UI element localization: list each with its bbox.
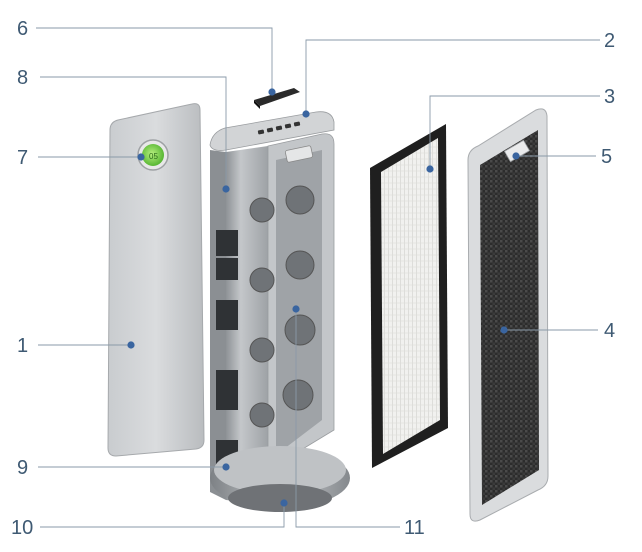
label-9: 9 [17, 457, 28, 479]
dot-6 [268, 88, 276, 96]
leader-10 [40, 503, 285, 528]
label-11: 11 [404, 517, 425, 539]
dot-4 [500, 326, 508, 334]
label-4: 4 [604, 320, 615, 342]
label-8: 8 [17, 67, 28, 89]
dot-10 [280, 499, 288, 507]
label-1: 1 [17, 335, 28, 357]
front-panel: 05 [107, 103, 205, 457]
leader-2 [305, 39, 600, 113]
label-10: 10 [11, 517, 33, 539]
leader-11 [295, 310, 400, 528]
svg-text:05: 05 [149, 152, 158, 161]
top-control-strip [254, 88, 300, 109]
label-6: 6 [17, 18, 28, 40]
leader-8 [40, 76, 227, 188]
fans [249, 185, 316, 428]
top-buttons [257, 121, 301, 135]
dot-1 [127, 341, 135, 349]
main-housing [209, 111, 335, 505]
dot-11 [292, 305, 300, 313]
label-5: 5 [601, 146, 612, 168]
leader-6 [36, 27, 273, 91]
dot-7 [137, 153, 145, 161]
label-7: 7 [17, 147, 28, 169]
dot-3 [426, 165, 434, 173]
carbon-filter [467, 108, 549, 522]
hepa-filter [370, 124, 448, 468]
callout-dots [127, 88, 520, 507]
leader-3 [429, 95, 600, 168]
label-2: 2 [604, 30, 615, 52]
dot-8 [222, 185, 230, 193]
control-display: 05 [137, 139, 169, 171]
dot-9 [222, 463, 230, 471]
label-3: 3 [604, 86, 615, 108]
leader-lines [36, 27, 600, 528]
dot-5 [512, 152, 520, 160]
callout-labels: 1 2 3 4 5 6 7 8 9 10 11 [11, 18, 615, 539]
dot-2 [302, 110, 310, 118]
base-stand [210, 446, 350, 512]
